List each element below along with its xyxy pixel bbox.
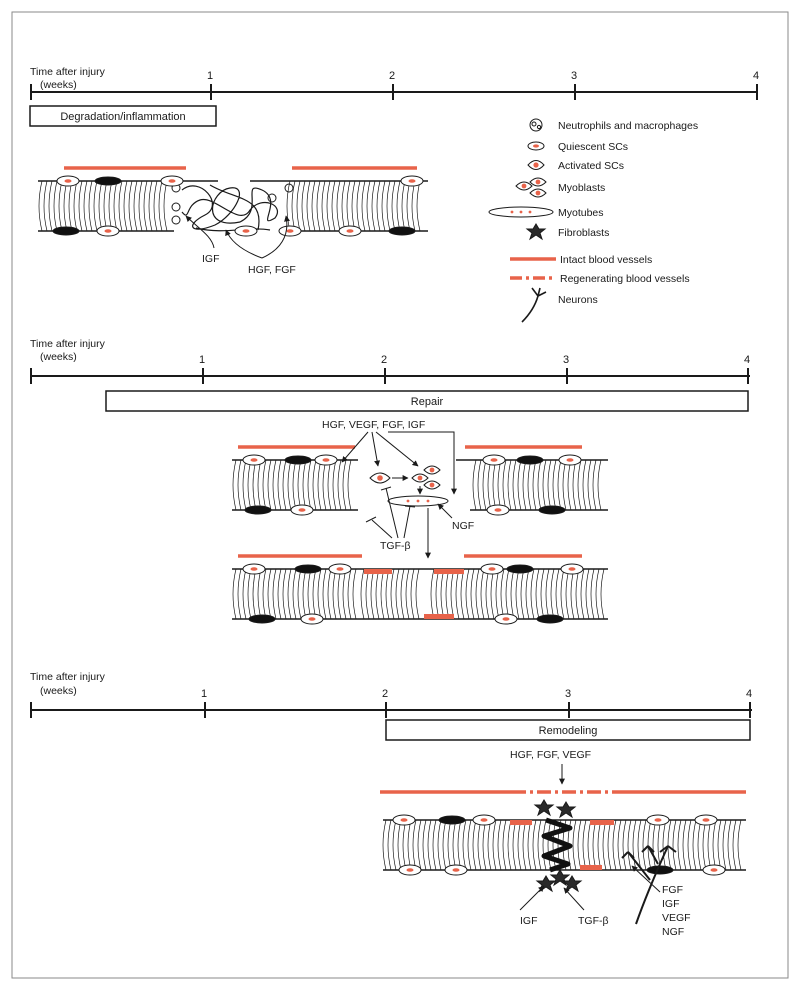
timeline-label: Time after injury [30,671,106,683]
timeline-unit: (weeks) [40,79,77,91]
phase-box [29,105,217,127]
signal-arrow [519,865,661,911]
legend-label: Neutrophils and macrophages [558,120,698,132]
tick-label: 2 [381,354,387,366]
tick-label: 2 [382,688,388,700]
myotube [387,495,449,507]
myoblast-icon [515,177,547,198]
scar-tissue [541,817,573,873]
factor-label: HGF, FGF [248,264,296,276]
muscle-fiber [232,459,358,511]
legend-label: Activated SCs [558,160,624,172]
figure-frame [11,11,789,979]
factor-label: NGF [452,520,474,532]
neuron [621,845,677,925]
factor-label: TGF-β [380,540,411,552]
factor-label: NGF [662,926,684,938]
myotube-icon [488,206,554,218]
activated-sc-icon [527,160,545,170]
tick-label: 3 [565,688,571,700]
signal-arrow [341,431,457,559]
legend-label: Quiescent SCs [558,141,628,153]
myonucleus [438,815,466,825]
panel-remodeling: Time after injury (weeks) 1 2 3 4 Remode… [30,671,752,938]
factor-label: HGF, FGF, VEGF [510,749,591,761]
neutrophil-macrophage-icon [529,118,543,132]
quiescent-sc-icon [527,141,545,151]
phase-label: Repair [411,396,444,408]
factor-label: VEGF [662,912,691,924]
phase-label: Degradation/inflammation [60,111,185,123]
fibroblast-icon [525,223,547,241]
muscle-fiber [250,180,428,232]
factor-label: IGF [662,898,680,910]
myonucleus [388,226,416,236]
satellite-cells [242,454,582,516]
legend-label: Myoblasts [558,182,605,194]
timeline-unit: (weeks) [40,351,77,363]
phase-box [105,390,749,412]
factor-label: TGF-β [578,915,609,927]
legend-label: Regenerating blood vessels [560,273,690,285]
tick-label: 3 [571,70,577,82]
signal-arrow [185,215,290,259]
phase-label: Remodeling [539,725,598,737]
neuron-icon [521,287,547,323]
factor-label: IGF [520,915,538,927]
panel-repair: Time after injury (weeks) 1 2 3 4 Repair… [30,338,750,625]
legend-label: Fibroblasts [558,227,609,239]
myoblast-cluster [411,465,441,490]
regenerating-muscle-fiber [232,568,608,620]
satellite-cells [242,563,584,625]
panel-degradation: Time after injury (weeks) 1 2 3 4 Degrad… [29,66,759,276]
myonucleus [94,176,122,186]
factor-label: HGF, VEGF, FGF, IGF [322,419,425,431]
legend-label: Myotubes [558,207,604,219]
legend: Neutrophils and macrophages Quiescent SC… [488,118,698,323]
tick-label: 2 [389,70,395,82]
timeline-ticks [30,368,749,384]
tick-label: 1 [207,70,213,82]
myonucleus [516,455,544,465]
timeline-label: Time after injury [30,338,106,350]
myonucleus [506,564,534,574]
timeline-ticks [30,84,758,100]
tick-label: 4 [744,354,750,366]
phase-box [385,719,751,741]
myonucleus [294,564,322,574]
tick-label: 3 [563,354,569,366]
factor-label: FGF [662,884,683,896]
myonucleus [538,505,566,515]
myonucleus [248,614,276,624]
tick-label: 1 [201,688,207,700]
myonucleus [284,455,312,465]
legend-label: Intact blood vessels [560,254,652,266]
timeline-label: Time after injury [30,66,106,78]
satellite-cells [52,175,424,237]
legend-label: Neurons [558,294,598,306]
necrotic-debris [181,184,278,232]
tick-label: 4 [746,688,752,700]
tick-label: 1 [199,354,205,366]
timeline-ticks [30,702,751,718]
timeline-unit: (weeks) [40,685,77,697]
myonucleus [52,226,80,236]
factor-label: IGF [202,253,220,265]
neutrophil-macrophage-cell [171,183,294,225]
muscle-fiber [456,459,608,511]
activated-sc [369,472,391,484]
tick-label: 4 [753,70,759,82]
myonucleus [244,505,272,515]
myonucleus [646,865,674,875]
myonucleus [536,614,564,624]
satellite-cells [392,814,726,876]
